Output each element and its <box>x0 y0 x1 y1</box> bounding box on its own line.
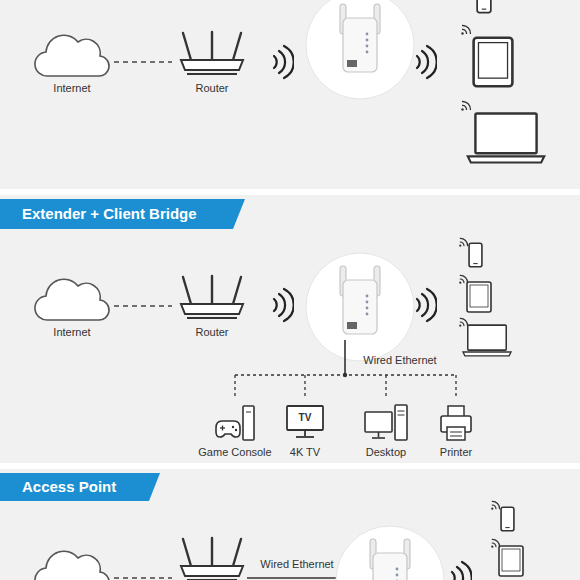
ethernet-bus <box>235 375 456 398</box>
ethernet-cable <box>344 340 346 375</box>
banner-shape <box>0 473 160 501</box>
phone-icon <box>477 0 491 13</box>
cloud-icon <box>35 279 109 320</box>
tablet-icon <box>499 546 523 576</box>
phone-icon <box>501 507 514 531</box>
phone-icon <box>469 243 482 267</box>
cloud-node: Internet <box>30 28 114 96</box>
node-label: Game Console <box>195 446 275 459</box>
laptop-icon <box>463 325 511 356</box>
wifi-waves <box>274 46 294 78</box>
node-label: Router <box>172 326 252 339</box>
ethernet-cable <box>247 577 345 579</box>
game-console-node: Game Console <box>195 400 275 460</box>
network-link <box>114 305 172 306</box>
router-node: Router <box>172 28 252 96</box>
desktop-icon <box>365 405 407 440</box>
signal-icon <box>459 318 467 326</box>
cable-label: Wired Ethernet <box>355 354 445 367</box>
cloud-icon <box>35 551 109 580</box>
node-label: TV <box>287 412 323 424</box>
node-label: Desktop <box>354 446 418 459</box>
signal-icon <box>459 275 467 283</box>
cable-label: Wired Ethernet <box>251 558 343 571</box>
signal-icon <box>461 25 470 34</box>
cloud-node: Internet <box>30 272 114 340</box>
node-label: Internet <box>30 326 114 339</box>
desktop-node: Desktop <box>354 400 418 460</box>
panel-background <box>0 0 580 189</box>
wifi-waves <box>452 562 472 580</box>
node-label: Printer <box>426 446 486 459</box>
signal-icon <box>459 238 467 246</box>
tablet-icon <box>467 282 491 312</box>
wifi-waves <box>417 46 437 78</box>
extender-icon <box>336 526 444 580</box>
node-label: Internet <box>30 82 114 95</box>
banner-title: Extender + Client Bridge <box>22 199 237 229</box>
game-console-icon <box>216 406 254 440</box>
mode-banner: Extender + Client Bridge <box>0 199 245 229</box>
extender-icon <box>306 0 414 99</box>
node-label: 4K TV <box>275 446 335 459</box>
panel-background <box>0 195 580 463</box>
banner-shape <box>0 199 245 229</box>
banner-title: Access Point <box>22 473 157 501</box>
signal-icon <box>491 539 499 547</box>
signal-icon <box>461 101 470 110</box>
router-icon <box>181 276 243 318</box>
laptop-icon <box>468 114 544 163</box>
tv-node: TV 4K TV <box>275 400 335 460</box>
cloud-icon <box>35 35 109 76</box>
printer-icon <box>441 406 471 440</box>
wifi-waves <box>417 289 437 321</box>
router-icon <box>181 538 243 580</box>
node-label: Router <box>172 82 252 95</box>
network-link <box>114 61 172 62</box>
mode-banner: Access Point <box>0 473 160 501</box>
tablet-icon <box>474 38 513 86</box>
signal-icon <box>491 501 499 509</box>
router-node: Router <box>172 272 252 340</box>
wifi-waves <box>274 289 294 321</box>
router-icon <box>181 32 243 74</box>
printer-node: Printer <box>426 400 486 460</box>
internet-link <box>114 577 172 578</box>
tv-icon <box>287 406 323 437</box>
extender-icon <box>306 253 414 361</box>
